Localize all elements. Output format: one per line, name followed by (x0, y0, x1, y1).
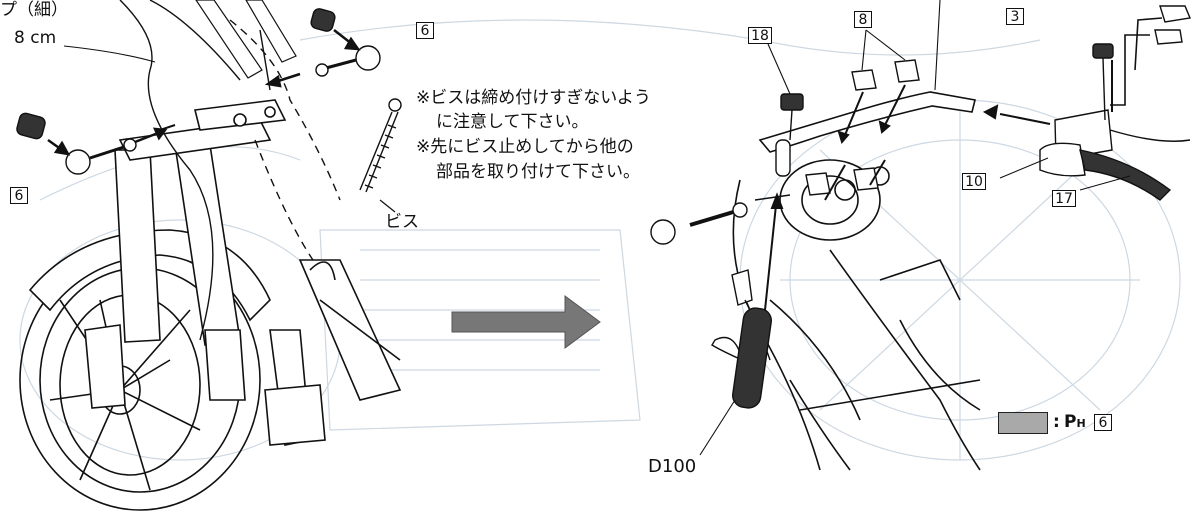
part-number-6-top: 6 (416, 22, 434, 39)
highlight-strokes (195, 0, 297, 79)
note-line-1: ※ビスは締め付けすぎないよう (416, 88, 651, 108)
part-number-10: 10 (962, 173, 986, 190)
note-line-4: 部品を取り付けて下さい。 (436, 162, 640, 182)
right-controls (1039, 5, 1191, 201)
screw-label: ビス (385, 212, 419, 232)
step-arrow (451, 295, 601, 349)
part-number-8: 8 (854, 11, 872, 28)
paint-legend-swatch (998, 412, 1048, 434)
left-lever-grip (650, 194, 791, 409)
legend-separator: : (1053, 412, 1060, 432)
part-number-18: 18 (748, 27, 772, 44)
leader-lines (63, 0, 1131, 456)
part-number-17: 17 (1052, 190, 1076, 207)
tape-label: プ（細） (0, 0, 68, 20)
screw-leader (379, 199, 396, 213)
paint-number-box: 6 (1094, 414, 1112, 431)
paint-symbol: PH (1064, 414, 1086, 431)
part-18-reservoir (775, 93, 804, 177)
grip-code-label: D100 (648, 456, 697, 477)
arrow-up-to-bar (764, 192, 784, 311)
left-arrows (47, 29, 361, 156)
note-line-2: に注意して下さい。 (436, 112, 589, 132)
part-8-clamps (805, 59, 920, 196)
front-fork (84, 99, 287, 409)
part-8-arrows (824, 84, 906, 201)
part-number-3: 3 (1006, 8, 1024, 25)
handlebar (758, 91, 976, 153)
frame-tubes (264, 259, 402, 446)
right-control-arrows (982, 17, 1163, 125)
paint-symbol-sub: H (1076, 417, 1086, 430)
part-number-6-left: 6 (10, 187, 28, 204)
note-line-3: ※先にビス止めしてから他の (416, 137, 634, 157)
paint-symbol-letter: P (1064, 412, 1077, 432)
tape-length-label: 8 cm (14, 28, 57, 48)
screw-part (359, 98, 402, 193)
part-6-left-assembly (16, 112, 176, 175)
part-6-top-assembly (310, 8, 381, 77)
